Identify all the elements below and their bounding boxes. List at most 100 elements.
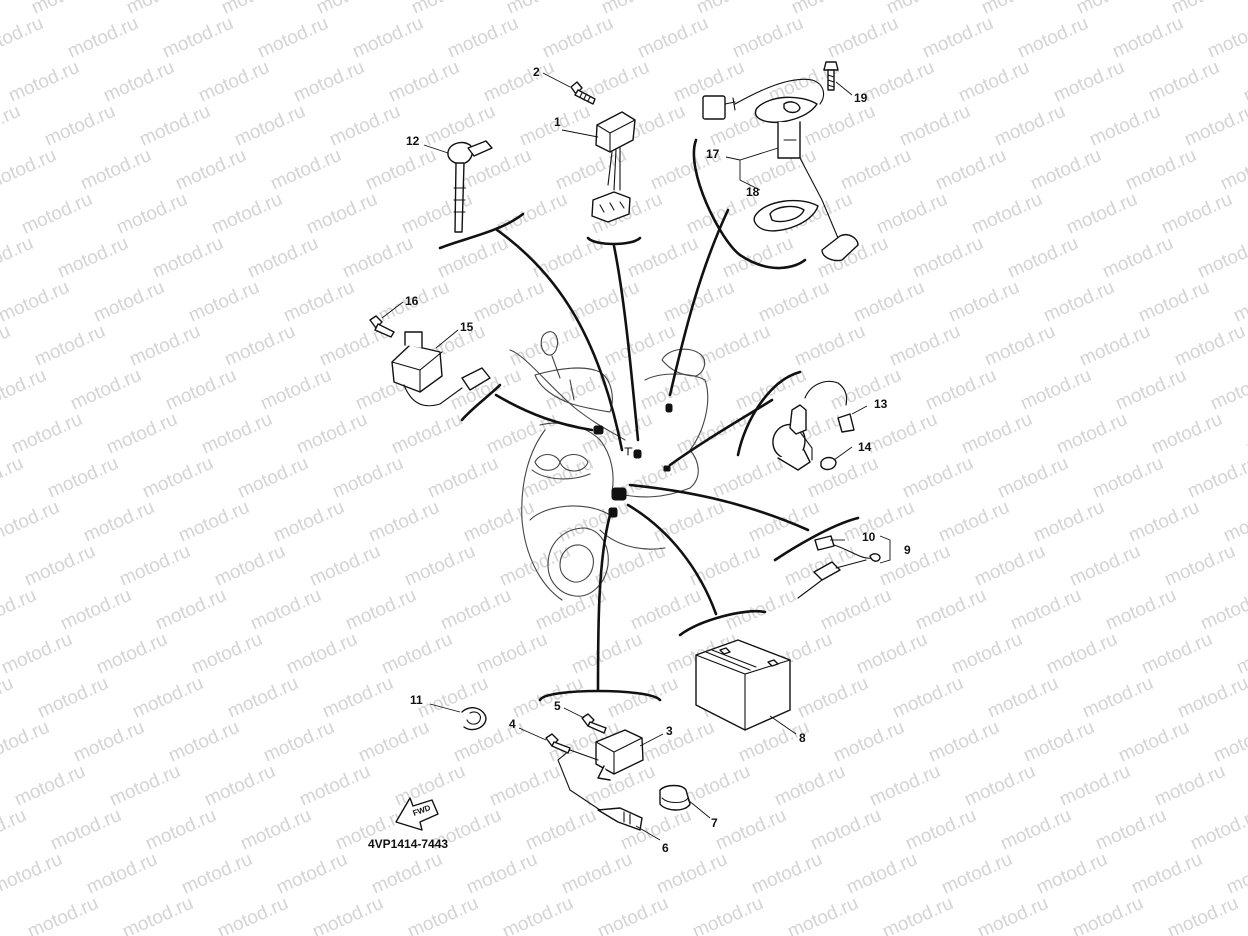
watermark-text: motod.ru: [198, 409, 275, 459]
watermark-text: motod.ru: [178, 849, 255, 899]
watermark-text: motod.ru: [378, 629, 455, 679]
watermark-text: motod.ru: [254, 13, 331, 63]
watermark-text: motod.ru: [529, 233, 606, 283]
watermark-text: motod.ru: [1109, 13, 1186, 63]
watermark-text: motod.ru: [28, 0, 105, 19]
watermark-text: motod.ru: [106, 761, 183, 811]
watermark-text: motod.ru: [883, 0, 960, 19]
watermark-text: motod.ru: [444, 13, 521, 63]
watermark-text: motod.ru: [44, 453, 121, 503]
part-circlip-11: [461, 707, 487, 731]
callout-7: 7: [711, 816, 718, 830]
watermark-text: motod.ru: [748, 849, 825, 899]
watermark-text: motod.ru: [922, 365, 999, 415]
part-fuel-sender-17: [702, 78, 859, 262]
watermark-text: motod.ru: [31, 321, 108, 371]
watermark-text: motod.ru: [850, 277, 927, 327]
part-bolt-2: [570, 81, 596, 105]
part-gasket-18: [753, 199, 819, 232]
watermark-text: motod.ru: [509, 673, 586, 723]
watermark-text: motod.ru: [129, 673, 206, 723]
watermark-text: motod.ru: [1174, 673, 1248, 723]
watermark-text: motod.ru: [385, 57, 462, 107]
watermark-text: motod.ru: [1171, 321, 1248, 371]
callout-17: 17: [706, 147, 720, 161]
watermark-text: motod.ru: [293, 409, 370, 459]
watermark-text: motod.ru: [437, 585, 514, 635]
watermark-text: motod.ru: [365, 497, 442, 547]
watermark-text: motod.ru: [463, 849, 540, 899]
callout-5: 5: [554, 699, 561, 713]
watermark-text: motod.ru: [1217, 145, 1248, 195]
watermark-text: motod.ru: [771, 761, 848, 811]
watermark-text: motod.ru: [368, 849, 445, 899]
watermark-text: motod.ru: [0, 101, 24, 151]
watermark-text: motod.ru: [1017, 365, 1094, 415]
watermark-text: motod.ru: [142, 805, 219, 855]
watermark-text: motod.ru: [807, 805, 884, 855]
watermark-text: motod.ru: [247, 585, 324, 635]
watermark-text: motod.ru: [994, 453, 1071, 503]
callout-6: 6: [662, 841, 669, 855]
watermark-text: motod.ru: [57, 585, 134, 635]
watermark-text: motod.ru: [1043, 629, 1120, 679]
watermark-text: motod.ru: [80, 497, 157, 547]
watermark-text: motod.ru: [100, 57, 177, 107]
watermark-text: motod.ru: [24, 893, 101, 936]
watermark-text: motod.ru: [1194, 233, 1248, 283]
watermark-text: motod.ru: [909, 233, 986, 283]
watermark-text: motod.ru: [306, 541, 383, 591]
watermark-text: motod.ru: [1197, 585, 1248, 635]
watermark-text: motod.ru: [1151, 761, 1228, 811]
watermark-text: motod.ru: [313, 0, 390, 19]
part-ignition-coil-12: [447, 140, 493, 233]
watermark-text: motod.ru: [1089, 453, 1166, 503]
watermark-text: motod.ru: [689, 893, 766, 936]
watermark-text: motod.ru: [93, 629, 170, 679]
watermark-text: motod.ru: [0, 365, 50, 415]
watermark-text: motod.ru: [388, 409, 465, 459]
part-starter-relay-14: [772, 380, 855, 471]
watermark-text: motod.ru: [499, 893, 576, 936]
watermark-text: motod.ru: [70, 717, 147, 767]
watermark-text: motod.ru: [1158, 189, 1235, 239]
watermark-text: motod.ru: [83, 849, 160, 899]
watermark-text: motod.ru: [853, 629, 930, 679]
watermark-text: motod.ru: [103, 409, 180, 459]
watermark-text: motod.ru: [237, 805, 314, 855]
watermark-text: motod.ru: [558, 849, 635, 899]
watermark-text: motod.ru: [41, 101, 118, 151]
watermark-text: motod.ru: [653, 849, 730, 899]
watermark-text: motod.ru: [126, 321, 203, 371]
watermark-text: motod.ru: [486, 761, 563, 811]
watermark-text: motod.ru: [424, 453, 501, 503]
watermark-text: motod.ru: [434, 233, 511, 283]
watermark-text: motod.ru: [1135, 277, 1212, 327]
watermark-text: motod.ru: [5, 57, 82, 107]
watermark-text: motod.ru: [1027, 145, 1104, 195]
watermark-text: motod.ru: [0, 497, 63, 547]
watermark-text: motod.ru: [18, 189, 95, 239]
watermark-text: motod.ru: [1076, 321, 1153, 371]
watermark-text: motod.ru: [1079, 673, 1156, 723]
watermark-text: motod.ru: [604, 673, 681, 723]
callout-14: 14: [858, 440, 872, 454]
watermark-text: motod.ru: [578, 409, 655, 459]
watermark-text: motod.ru: [408, 0, 485, 19]
callout-16: 16: [405, 294, 419, 308]
part-cap-7: [659, 784, 691, 811]
watermark-text: motod.ru: [0, 717, 53, 767]
watermark-text: motod.ru: [1243, 409, 1248, 459]
reference-code: 4VP1414-7443: [368, 837, 448, 851]
scooter-outline: [509, 331, 709, 601]
watermark-text: motod.ru: [1030, 497, 1107, 547]
part-plug-cap-6: [597, 807, 643, 831]
watermark-text: motod.ru: [362, 145, 439, 195]
watermark-text: motod.ru: [1115, 717, 1192, 767]
watermark-text: motod.ru: [218, 0, 295, 19]
watermark-text: motod.ru: [0, 0, 11, 19]
watermark-text: motod.ru: [650, 497, 727, 547]
watermark-text: motod.ru: [1099, 233, 1176, 283]
watermark-text: motod.ru: [506, 321, 583, 371]
watermark-text: motod.ru: [0, 585, 40, 635]
